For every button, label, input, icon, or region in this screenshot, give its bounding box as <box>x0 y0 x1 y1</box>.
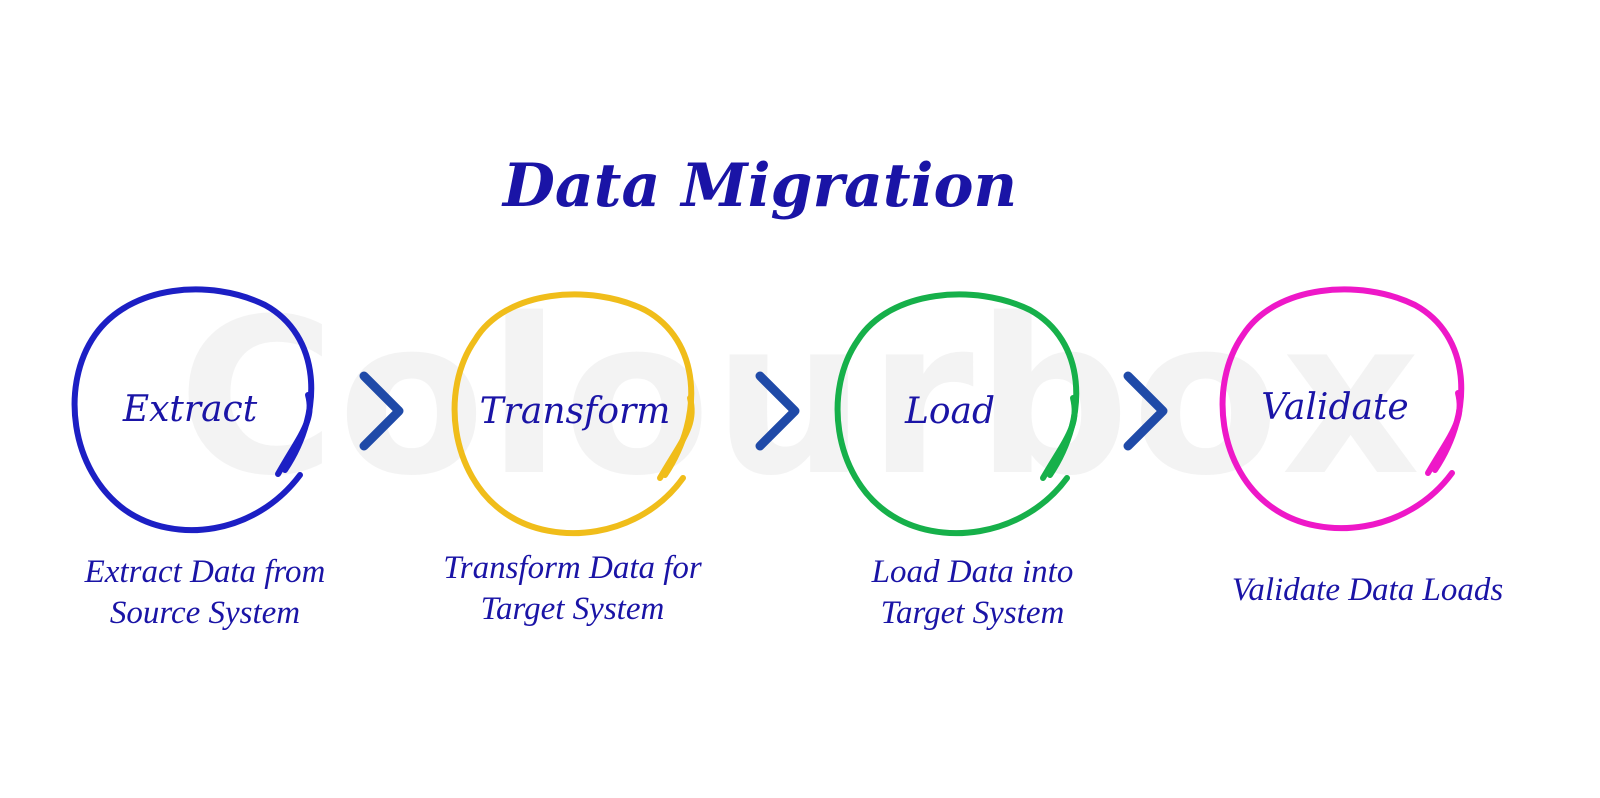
circle-stroke <box>1219 286 1465 532</box>
circle-tail <box>1040 395 1078 481</box>
caption-line: Transform Data for <box>443 550 702 586</box>
circle-tail <box>275 392 313 477</box>
diagram-title: Data Migration <box>502 151 1018 221</box>
caption-line: Target System <box>480 591 665 628</box>
caption-line: Target System <box>880 595 1065 632</box>
caption-line: Validate Data Loads <box>1231 572 1504 608</box>
circle-stroke <box>834 291 1080 537</box>
circle-tail <box>657 395 695 481</box>
caption-validate: Validate Data Loads <box>1195 570 1540 611</box>
chevron-right-icon <box>1123 371 1168 451</box>
circle-tail <box>1425 390 1463 476</box>
caption-transform: Transform Data for Target System <box>405 548 740 631</box>
caption-line: Extract Data from <box>84 554 326 590</box>
caption-line: Source System <box>109 595 301 632</box>
step-label-transform: Transform <box>479 391 671 432</box>
circle-stroke <box>71 286 315 534</box>
step-label-extract: Extract <box>122 389 258 430</box>
step-extract-circle <box>71 286 315 534</box>
step-load-circle <box>834 291 1080 537</box>
chevron-right-icon <box>359 371 404 451</box>
caption-load: Load Data into Target System <box>805 552 1140 635</box>
step-label-load: Load <box>904 391 996 432</box>
chevron-right-icon <box>755 371 800 451</box>
caption-line: Load Data into <box>871 554 1074 590</box>
caption-extract: Extract Data from Source System <box>40 552 370 635</box>
circle-stroke <box>451 291 695 537</box>
step-label-validate: Validate <box>1261 387 1409 428</box>
step-validate-circle <box>1219 286 1465 532</box>
step-transform-circle <box>451 291 695 537</box>
